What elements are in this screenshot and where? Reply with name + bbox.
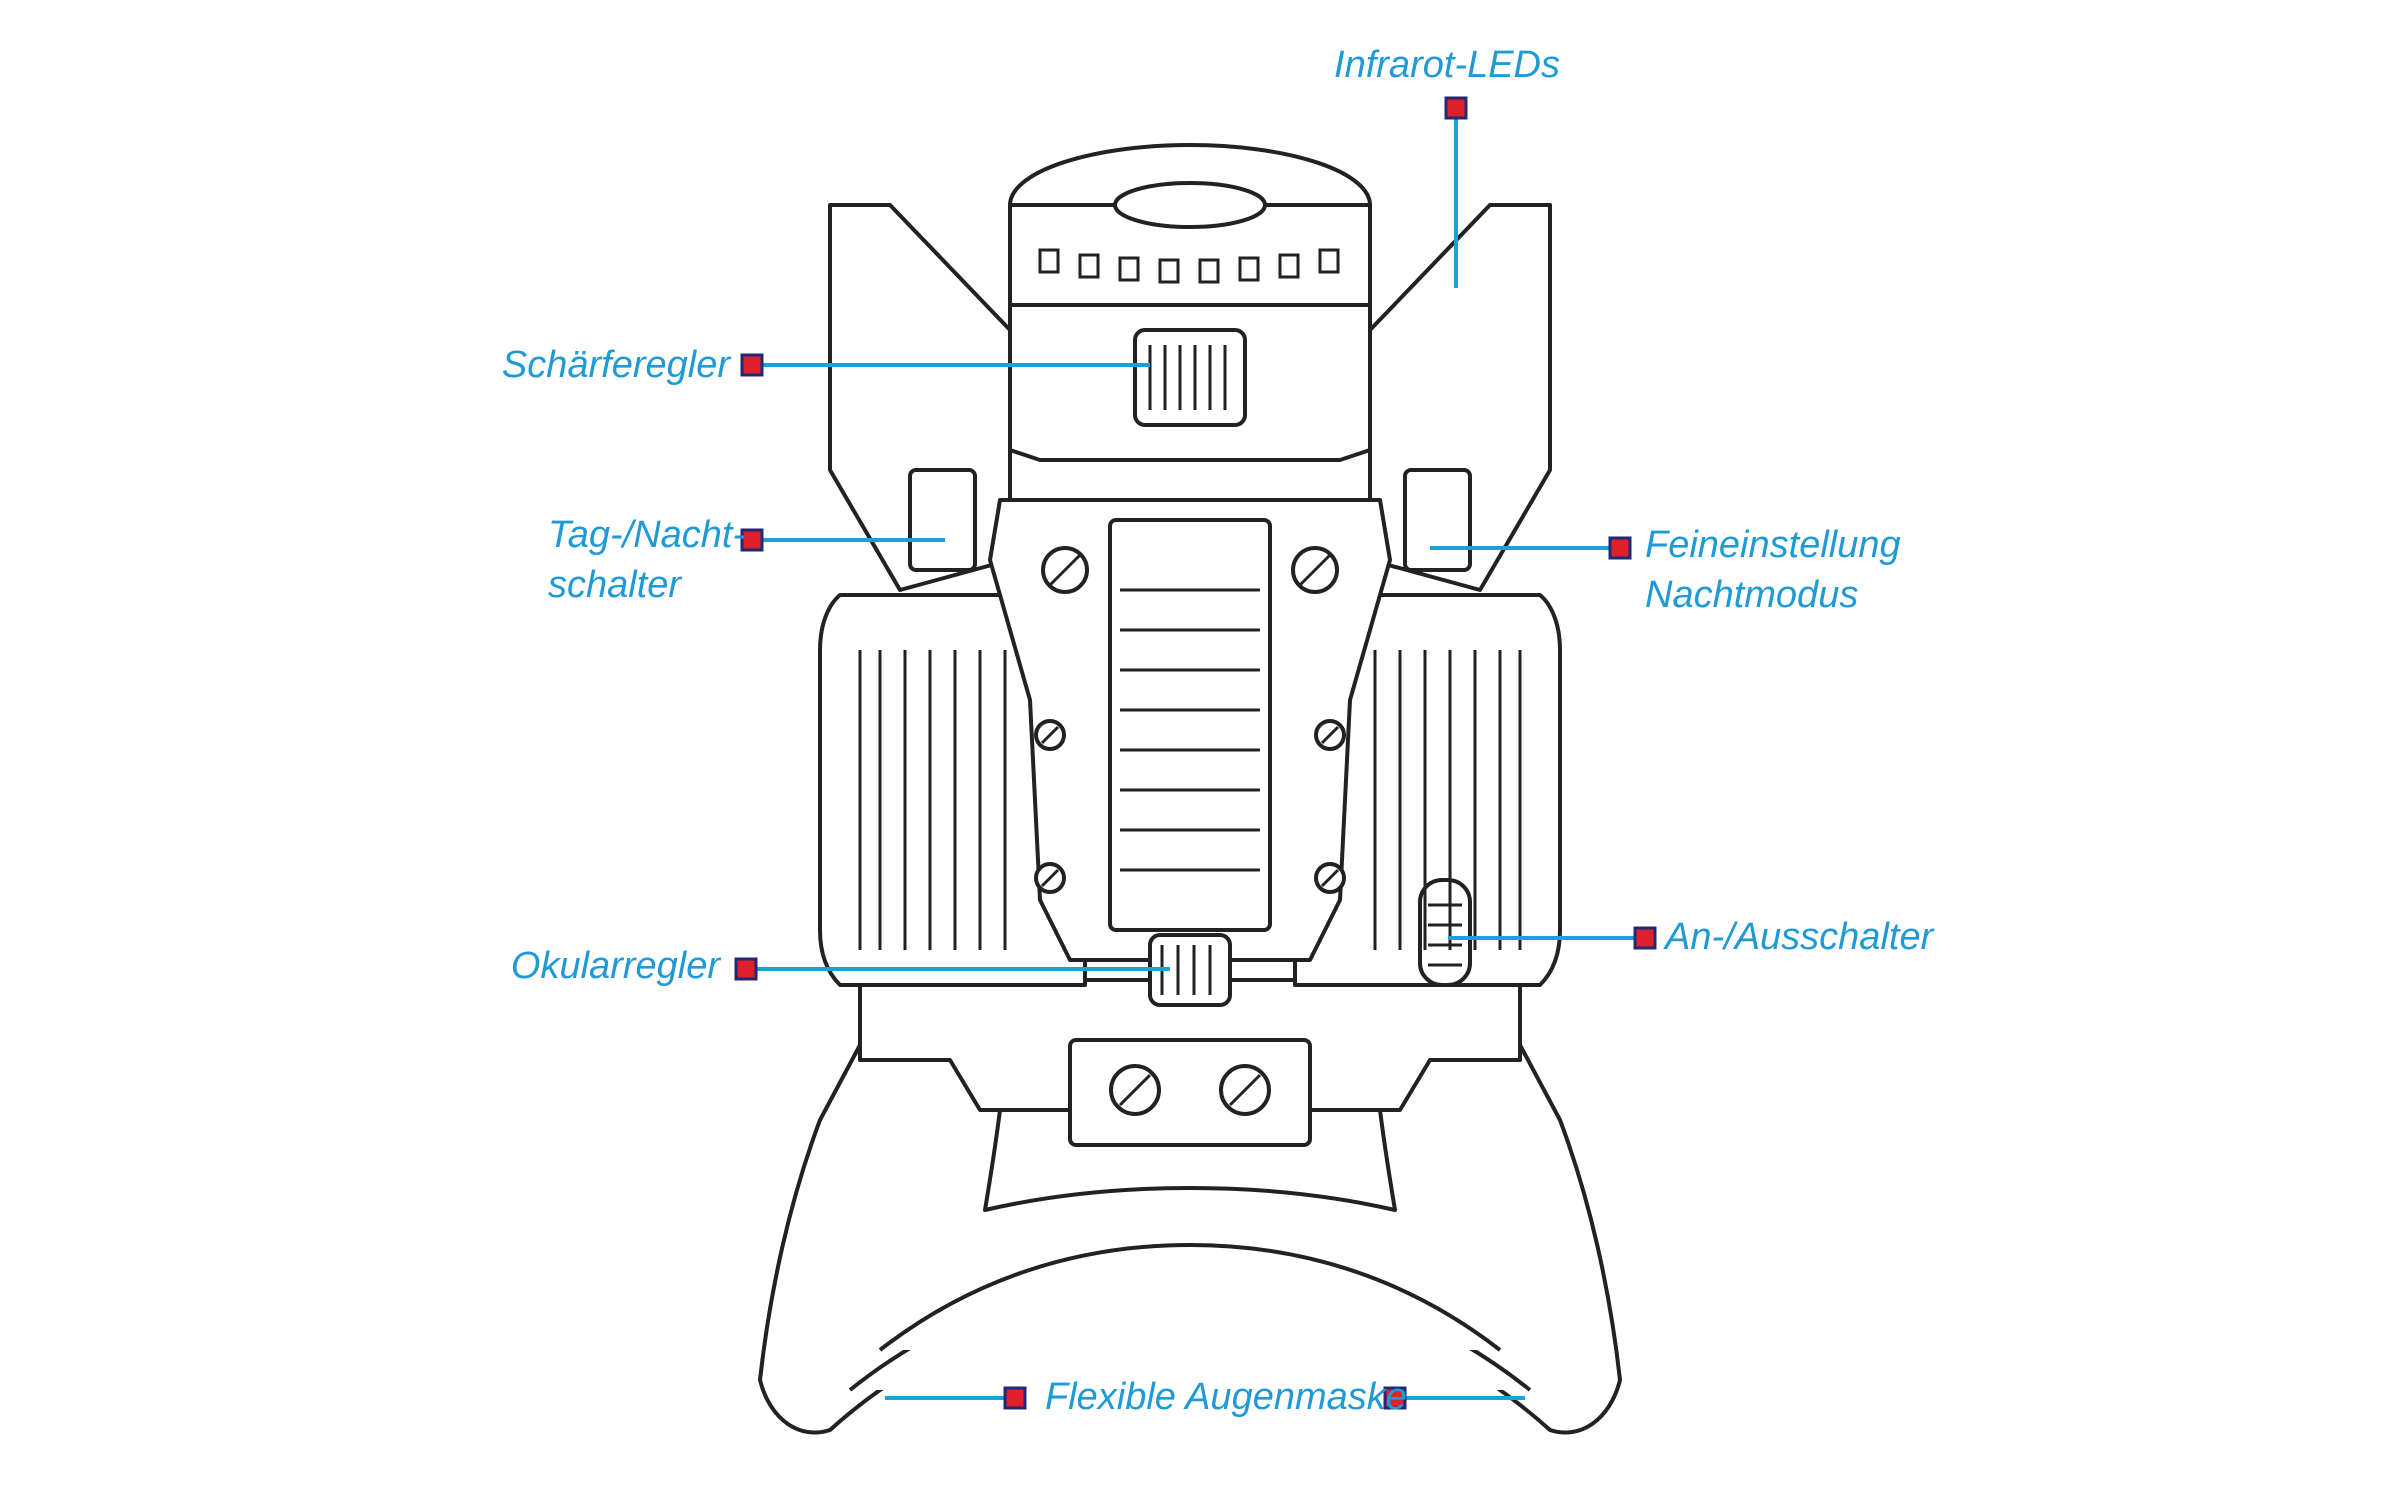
label-infrarot-leds: Infrarot-LEDs [1334,44,1560,86]
callout-lines [734,96,1657,1410]
screw-plate [1068,1038,1312,1147]
label-okularregler: Okularregler [510,945,720,987]
fine-tune-switch [1403,468,1472,572]
left-barrel [818,593,1087,987]
power-switch [1418,878,1472,987]
label-feineinstellung-nachtmodus: Feineinstellung Nachtmodus [1645,524,1901,616]
focus-knob [1133,328,1247,427]
label-flexible-augenmaske: Flexible Augenmaske [1045,1376,1407,1418]
label-schaerferegler: Schärferegler [501,344,730,386]
lens-cap [1113,181,1267,229]
right-barrel [1293,593,1562,987]
callout-schaerfe-marker [740,353,764,377]
label-tag-nacht-schalter: Tag-/Nacht- schalter [548,514,746,606]
day-night-switch [908,468,977,572]
callout-augenmaske-left-marker [1003,1386,1027,1410]
label-an-ausschalter: An-/Ausschalter [1665,916,1934,958]
callout-augenmaske-right-marker [1383,1386,1407,1410]
callout-okular-marker [734,957,758,981]
eye-mask-rim [878,1243,1502,1352]
spine-rail [1108,518,1272,932]
callout-anaus-marker [1633,926,1657,950]
callout-feineinstellung-marker [1608,536,1632,560]
callout-infrarot-marker [1444,96,1468,120]
callout-tagnacht-marker [740,528,764,552]
